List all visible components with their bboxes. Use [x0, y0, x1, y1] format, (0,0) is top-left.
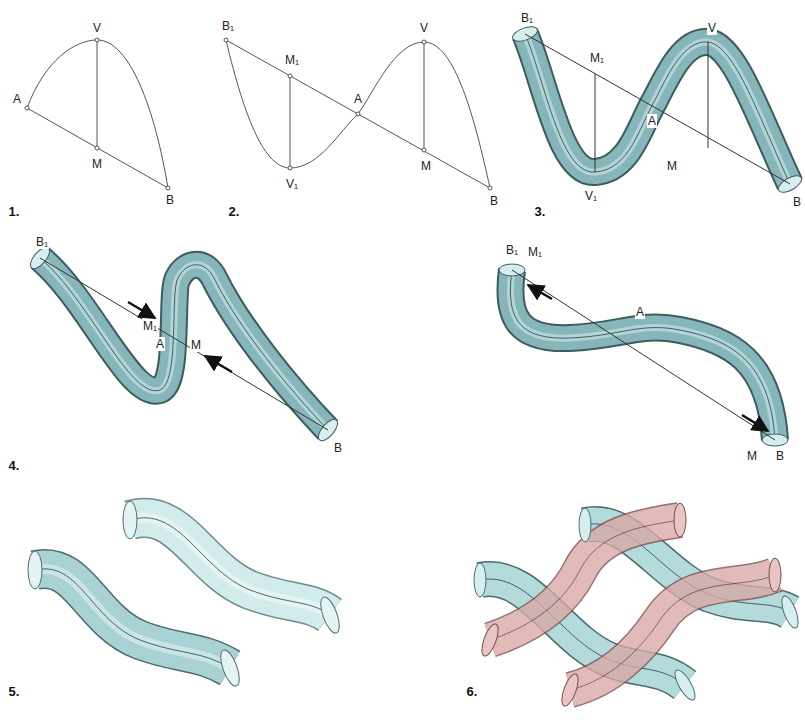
- point-label: A: [155, 337, 165, 351]
- point-label: M₁: [527, 245, 543, 259]
- point-label: M: [666, 159, 678, 173]
- point-label: M: [91, 157, 103, 171]
- point-label: A: [635, 305, 645, 319]
- point-label: M₁: [284, 53, 300, 67]
- axis-line: [40, 34, 790, 440]
- point-label: A: [353, 92, 363, 106]
- tube-end: [27, 24, 804, 446]
- point-label: V₁: [285, 177, 299, 191]
- point-label: A: [12, 92, 22, 106]
- point-label: M: [420, 159, 432, 173]
- point-label: B: [489, 194, 499, 208]
- point-label: B: [775, 449, 785, 463]
- point-label: V: [419, 21, 429, 35]
- panel-number: 3.: [534, 205, 547, 219]
- point-label: B₁: [520, 11, 534, 25]
- panel-number: 1.: [8, 205, 21, 219]
- point-label: A: [647, 114, 657, 128]
- point-label: M: [746, 449, 758, 463]
- point-label: B: [333, 441, 343, 455]
- tube: [480, 520, 790, 690]
- point-label: B: [165, 193, 175, 207]
- point-label: V₁: [584, 189, 598, 203]
- point-label: B₁: [35, 235, 49, 249]
- curve-figure: [226, 40, 490, 188]
- point-label: B₁: [505, 243, 519, 257]
- curve-figure: [27, 40, 168, 188]
- point-label: V: [92, 21, 102, 35]
- point-label: B: [792, 195, 802, 209]
- point-label: M₁: [589, 51, 605, 65]
- point-label: V: [707, 21, 717, 35]
- tube: [40, 34, 790, 440]
- point-label: B₁: [221, 19, 235, 33]
- point-label: M: [190, 338, 202, 352]
- panel-number: 4.: [8, 459, 21, 473]
- tube: [35, 518, 330, 668]
- panel-number: 2.: [228, 205, 241, 219]
- point-label: M₁: [142, 319, 158, 333]
- arrow: [128, 285, 768, 431]
- panel-number: 5.: [8, 685, 21, 699]
- panel-number: 6.: [466, 685, 479, 699]
